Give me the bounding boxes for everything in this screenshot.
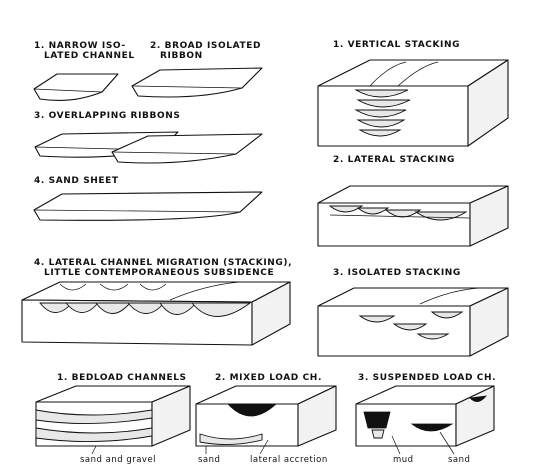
label-line-2: LATED CHANNEL <box>44 51 135 61</box>
caption-sand-and-gravel: sand and gravel <box>80 455 157 465</box>
broad-isolated-ribbon-sketch <box>131 67 263 98</box>
label-lateral-migration: 4. LATERAL CHANNEL MIGRATION (STACKING),… <box>34 258 292 278</box>
suspended-load-sketch <box>355 385 495 455</box>
label-sand-sheet: 4. SAND SHEET <box>34 176 119 186</box>
label-lateral-stacking: 2. LATERAL STACKING <box>333 155 456 165</box>
mixed-load-sketch <box>195 385 337 455</box>
label-bedload-channels: 1. BEDLOAD CHANNELS <box>57 373 187 383</box>
sand-sheet-sketch <box>33 191 263 221</box>
label-line-2: LITTLE CONTEMPORANEOUS SUBSIDENCE <box>44 268 275 278</box>
bedload-channels-sketch <box>35 385 191 455</box>
label-narrow-isolated-channel: 1. NARROW ISO- LATED CHANNEL <box>34 41 135 61</box>
label-suspended-load: 3. SUSPENDED LOAD CH. <box>358 373 497 383</box>
caption-mud: mud <box>393 455 414 465</box>
overlapping-ribbons-sketch <box>34 131 263 164</box>
label-line-1: 4. LATERAL CHANNEL MIGRATION (STACKING), <box>34 258 293 268</box>
caption-sand: sand <box>198 455 221 465</box>
isolated-stacking-sketch <box>317 287 509 357</box>
label-vertical-stacking: 1. VERTICAL STACKING <box>333 40 461 50</box>
caption-sand-suspended: sand <box>448 455 471 465</box>
vertical-stacking-sketch <box>317 59 509 147</box>
lateral-stacking-sketch <box>317 185 509 247</box>
label-mixed-load: 2. MIXED LOAD CH. <box>215 373 322 383</box>
label-line-1: 2. BROAD ISOLATED <box>150 41 262 51</box>
label-overlapping-ribbons: 3. OVERLAPPING RIBBONS <box>34 111 181 121</box>
label-broad-isolated-ribbon: 2. BROAD ISOLATED RIBBON <box>150 41 261 61</box>
narrow-isolated-channel-sketch <box>33 73 119 101</box>
caption-lateral-accretion: lateral accretion <box>250 455 328 465</box>
label-isolated-stacking: 3. ISOLATED STACKING <box>333 268 461 278</box>
label-line-2: RIBBON <box>160 51 203 61</box>
label-line-1: 1. NARROW ISO- <box>34 41 126 51</box>
lateral-migration-sketch <box>21 281 291 346</box>
